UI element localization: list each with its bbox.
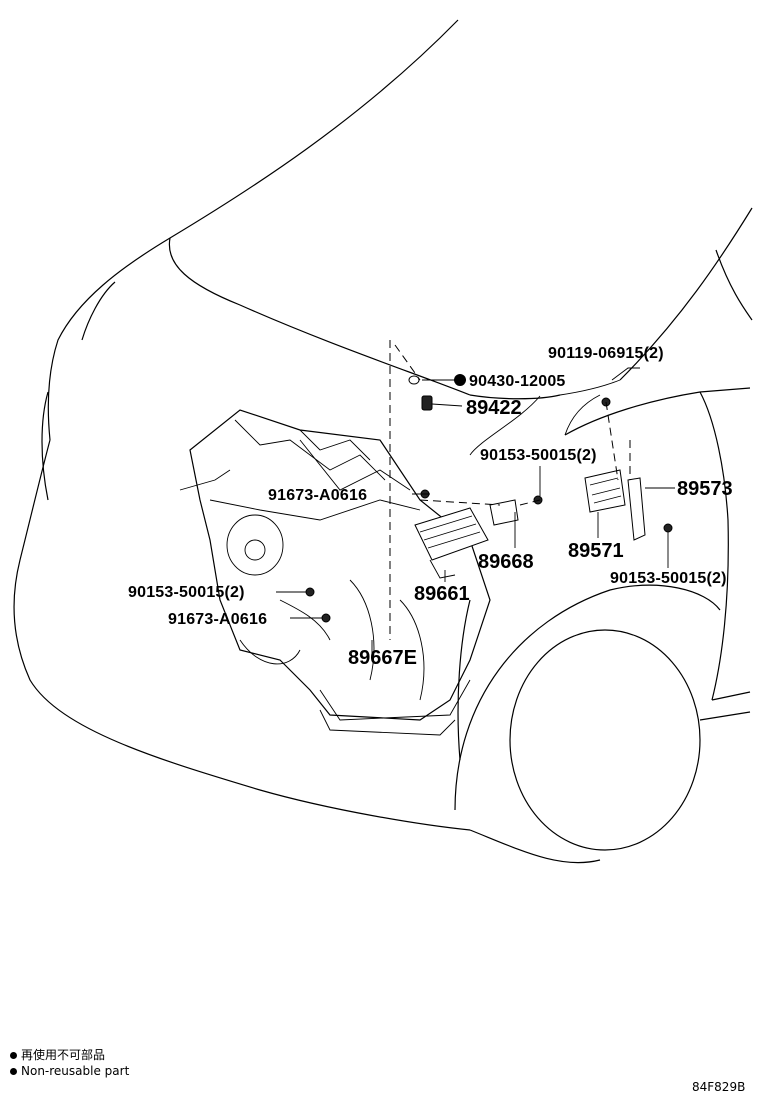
label-90153-50015-left: 90153-50015(2) (128, 584, 245, 601)
label-90153-50015-right: 90153-50015(2) (610, 570, 727, 587)
ecu-89661 (414, 507, 489, 579)
bracket-89668 (489, 499, 519, 526)
non-reusable-dot-icon (454, 374, 466, 386)
label-89422: 89422 (466, 397, 522, 419)
dashed-guide-lines (389, 340, 631, 640)
label-89573: 89573 (677, 478, 733, 500)
non-reusable-dot-icon (10, 1052, 17, 1059)
label-90153-50015-top: 90153-50015(2) (480, 447, 597, 464)
label-91673-a0616-bottom: 91673-A0616 (168, 611, 267, 628)
engine-assembly (179, 409, 491, 736)
label-90119-06915: 90119-06915(2) (548, 345, 664, 362)
figure-code: 84F829B (692, 1080, 746, 1094)
legend-line-1: 再使用不可部品 (10, 1046, 105, 1063)
legend-line-2: Non-reusable part (10, 1064, 129, 1078)
label-90430-12005: 90430-12005 (469, 373, 566, 390)
non-reusable-dot-icon (10, 1068, 17, 1075)
bracket-89573 (627, 477, 646, 541)
label-89571: 89571 (568, 540, 624, 562)
legend-text-jp: 再使用不可部品 (21, 1048, 106, 1062)
leader-lines (276, 367, 675, 655)
label-89668: 89668 (478, 551, 534, 573)
vehicle-body-outline (13, 19, 753, 864)
label-89667e: 89667E (348, 647, 417, 669)
legend-text-en: Non-reusable part (21, 1064, 130, 1078)
module-89571 (584, 469, 626, 513)
label-91673-a0616-top: 91673-A0616 (268, 487, 367, 504)
label-89661: 89661 (414, 583, 470, 605)
